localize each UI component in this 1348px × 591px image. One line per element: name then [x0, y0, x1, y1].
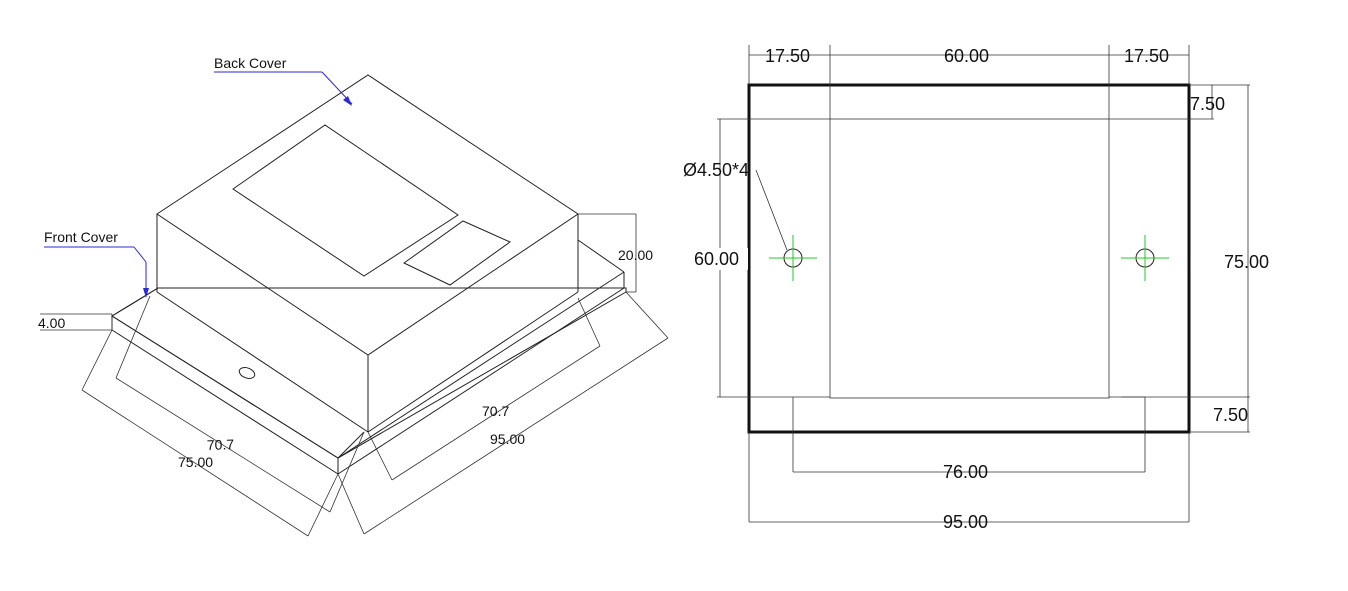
- front-cover-callout: Front Cover: [44, 229, 149, 298]
- top-window-large: [232, 124, 459, 277]
- dim-thickness: 4.00: [38, 313, 113, 331]
- hole-left: [769, 235, 817, 281]
- back-cover-label: Back Cover: [214, 55, 287, 71]
- hole-right: [1121, 235, 1169, 281]
- dim-hole-spacing: 76.00: [792, 396, 1146, 482]
- dim-top-center-text: 60.00: [944, 46, 989, 66]
- dim-right-top-text: 7.50: [1190, 94, 1225, 114]
- mounting-hole: [238, 367, 256, 379]
- dim-height-text: 20.00: [618, 247, 653, 263]
- isometric-view: 20.00 4.00 70.7 75.00 7: [38, 55, 669, 537]
- dim-top-left-text: 17.50: [765, 46, 810, 66]
- dim-body-width-left-text: 70.7: [207, 436, 235, 453]
- base-plate: [111, 239, 627, 475]
- dim-right-widths: 70.7 95.00: [337, 291, 669, 535]
- hole-callout-text: Ø4.50*4: [683, 160, 749, 180]
- dim-right-bottom-text: 7.50: [1213, 405, 1248, 425]
- dim-left-widths: 70.7 75.00: [81, 295, 365, 537]
- dim-total-width-text: 95.00: [943, 512, 988, 532]
- body-box: [156, 74, 579, 433]
- dim-right-total-text: 75.00: [1224, 252, 1269, 272]
- dim-top-right-text: 17.50: [1124, 46, 1169, 66]
- top-window-small: [403, 220, 511, 286]
- front-cover-arrow-icon: [143, 288, 149, 298]
- dim-top-row: 17.50 60.00 17.50: [748, 45, 1190, 85]
- body-outline: [829, 118, 1110, 399]
- dim-plate-width-left-text: 75.00: [178, 454, 213, 470]
- dim-body-width-right-text: 70.7: [482, 403, 509, 419]
- plate-outline: [747, 83, 1191, 434]
- front-cover-label: Front Cover: [44, 229, 118, 245]
- dim-thickness-text: 4.00: [38, 315, 65, 331]
- dim-total-width: 95.00: [748, 432, 1190, 532]
- dim-right-column: 7.50 75.00 7.50: [1189, 84, 1269, 433]
- hole-callout: Ø4.50*4: [683, 160, 788, 251]
- dim-hole-spacing-text: 76.00: [943, 462, 988, 482]
- back-cover-arrow-icon: [343, 96, 352, 106]
- dim-left-inner-text: 60.00: [694, 249, 739, 269]
- dim-plate-width-right-text: 95.00: [490, 431, 525, 447]
- plan-view: 17.50 60.00 17.50 7.50 75.00 7.50 60.00: [683, 45, 1269, 532]
- dim-height: 20.00: [578, 213, 653, 293]
- dim-left-column: 60.00: [692, 118, 749, 398]
- back-cover-callout: Back Cover: [214, 55, 353, 106]
